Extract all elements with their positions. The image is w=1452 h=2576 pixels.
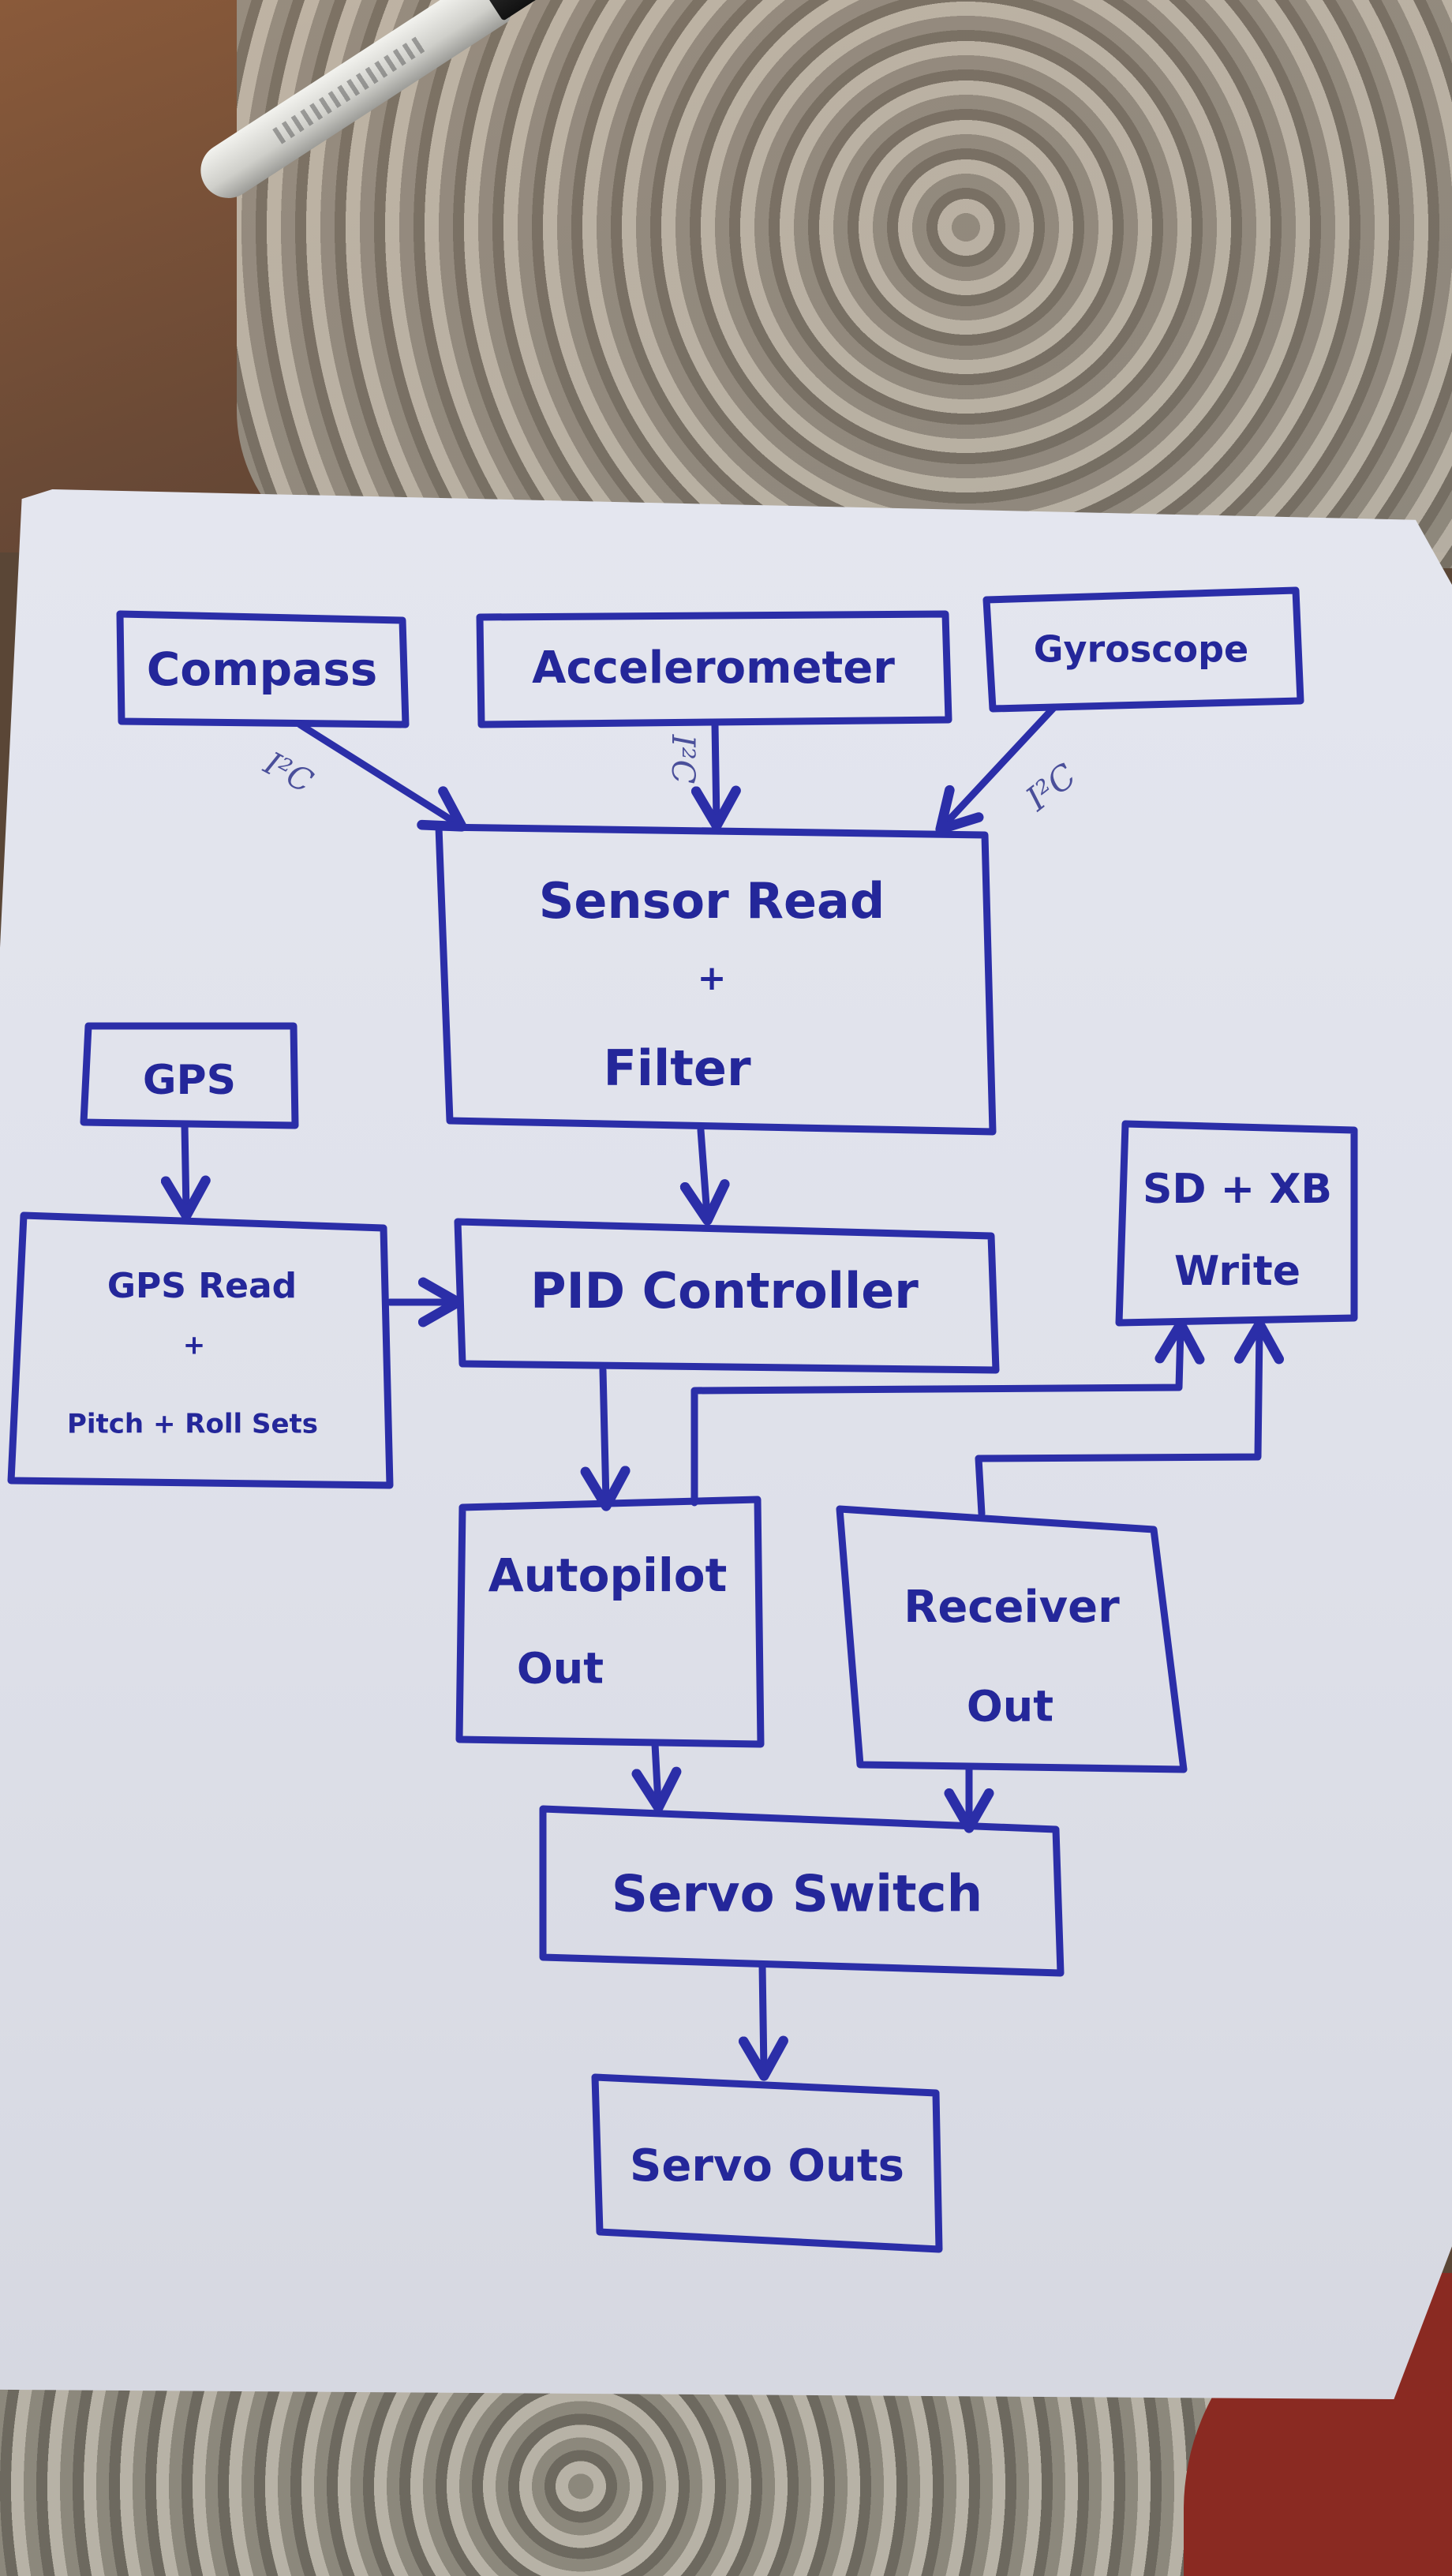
edge-gps-to-gps-read <box>160 1121 211 1221</box>
edge-autopilot-to-sd-xb <box>690 1319 1205 1507</box>
node-pid-controller: PID Controller <box>454 1218 1000 1374</box>
autopilot-label-2: Out <box>517 1644 604 1694</box>
servo-switch-label: Servo Switch <box>612 1866 982 1924</box>
servo-switch-box <box>539 1805 1065 1977</box>
edge-compass-to-sensor <box>296 721 467 832</box>
node-accelerometer: Accelerometer <box>476 610 952 728</box>
sensor-read-label-1: Sensor Read <box>539 872 885 930</box>
sensor-read-label-3: Filter <box>603 1039 751 1097</box>
edge-pid-to-autopilot <box>580 1366 631 1511</box>
edge-accelerometer-to-sensor <box>690 721 741 831</box>
gyroscope-box <box>982 586 1304 713</box>
gyroscope-bus-label: I²C <box>1018 756 1083 819</box>
edge-sensor-to-pid <box>679 1126 730 1226</box>
edge-servo-switch-to-servo-outs <box>738 1961 788 2081</box>
node-servo-outs: Servo Outs <box>591 2073 943 2253</box>
node-autopilot-out: Autopilot Out <box>455 1496 765 1748</box>
node-sd-xb-write: SD + XB Write <box>1115 1120 1358 1327</box>
gps-read-label-1: GPS Read <box>107 1266 297 1306</box>
node-gyroscope: Gyroscope <box>982 586 1304 713</box>
node-gps: GPS <box>80 1022 299 1129</box>
edge-gyroscope-to-sensor <box>935 703 1058 834</box>
servo-outs-label: Servo Outs <box>630 2140 904 2192</box>
node-receiver-out: Receiver Out <box>836 1505 1188 1773</box>
node-gps-read: GPS Read + Pitch + Roll Sets <box>7 1211 394 1489</box>
compass-label: Compass <box>147 642 378 696</box>
sd-xb-write-box <box>1115 1120 1358 1327</box>
node-servo-switch: Servo Switch <box>539 1805 1065 1977</box>
edge-receiver-to-sd-xb <box>975 1319 1285 1518</box>
receiver-label-2: Out <box>967 1682 1053 1732</box>
accelerometer-label: Accelerometer <box>532 642 895 694</box>
node-compass: Compass <box>116 610 410 728</box>
accelerometer-bus-label: I²C <box>664 734 701 784</box>
accelerometer-box <box>476 610 952 728</box>
compass-bus-label: I²C <box>257 745 319 800</box>
autopilot-out-box <box>455 1496 765 1748</box>
gps-box <box>80 1022 299 1129</box>
sensor-read-label-2: + <box>698 958 727 998</box>
gps-read-label-3: Pitch + Roll Sets <box>67 1409 318 1440</box>
receiver-out-box <box>836 1505 1188 1773</box>
sd-xb-label-1: SD + XB <box>1143 1166 1332 1213</box>
receiver-label-1: Receiver <box>904 1582 1120 1633</box>
gyroscope-label: Gyroscope <box>1034 628 1248 671</box>
gps-read-box <box>7 1211 394 1489</box>
gps-read-label-2: + <box>183 1330 206 1361</box>
autopilot-label-1: Autopilot <box>488 1548 728 1602</box>
edge-autopilot-to-servo-switch <box>631 1740 682 1813</box>
pid-controller-label: PID Controller <box>530 1262 919 1320</box>
gps-label: GPS <box>143 1057 236 1104</box>
fabric-pattern <box>237 0 1452 568</box>
sd-xb-label-2: Write <box>1174 1248 1300 1295</box>
compass-box <box>116 610 410 728</box>
node-sensor-read: Sensor Read + Filter <box>435 823 997 1136</box>
servo-outs-box <box>591 2073 943 2253</box>
sensor-read-box <box>435 823 997 1136</box>
